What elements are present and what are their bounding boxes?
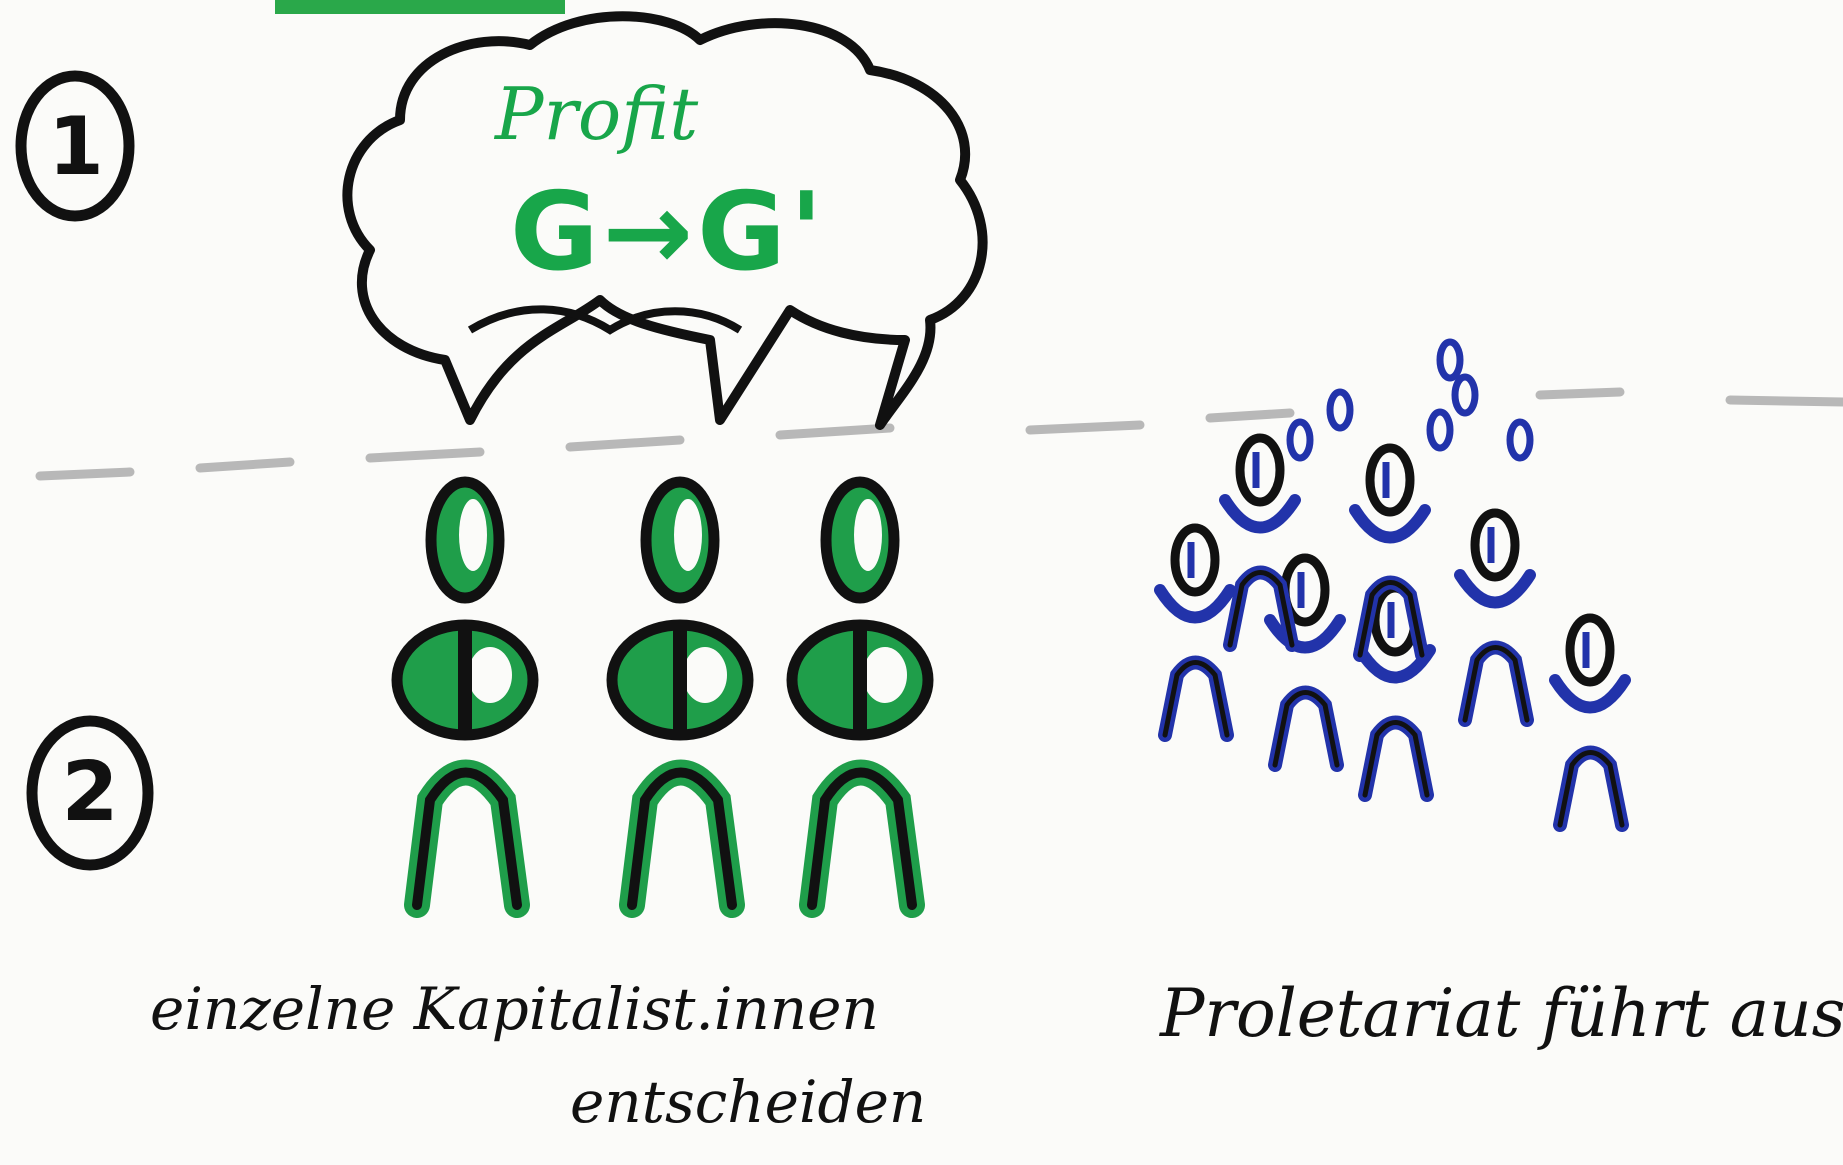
figure-head xyxy=(1235,433,1285,507)
figure-shoulders xyxy=(1264,614,1346,654)
capitalist-figure xyxy=(391,476,539,918)
figure-legs-outline xyxy=(1357,580,1425,658)
proletariat-caption: Proletariat führt aus xyxy=(1160,975,1843,1052)
head-highlight xyxy=(674,499,702,571)
head-highlight xyxy=(854,499,882,571)
background-head xyxy=(1426,408,1454,452)
top-banner xyxy=(275,0,565,14)
figure-shoulders xyxy=(1219,494,1301,534)
figure-shoulders xyxy=(1454,569,1536,609)
profit-word: Profit xyxy=(495,72,699,156)
head-highlight xyxy=(459,499,487,571)
background-head xyxy=(1451,373,1479,417)
figure-legs-outline xyxy=(1227,570,1295,648)
figure-head xyxy=(1565,613,1615,687)
proletariat-figure xyxy=(1549,613,1631,832)
capitalist-figure xyxy=(786,476,934,918)
money-formula: G→G' xyxy=(510,170,827,295)
thought-bubble xyxy=(342,11,988,430)
figure-shoulders xyxy=(1349,504,1431,544)
proletariat-figure xyxy=(1154,523,1236,742)
step-1-label: 1 xyxy=(48,100,104,193)
figure-legs-outline xyxy=(807,767,917,910)
background-head xyxy=(1506,418,1534,462)
capitalist-figure xyxy=(606,476,754,918)
figure-head xyxy=(1365,443,1415,517)
figure-shoulders xyxy=(1549,674,1631,714)
torso-highlight xyxy=(468,647,512,703)
capitalists-caption-line2: entscheiden xyxy=(570,1068,927,1136)
proletariat-figure xyxy=(1219,433,1301,652)
background-head xyxy=(1326,388,1354,432)
figure-head xyxy=(1470,508,1520,582)
figure-legs-outline xyxy=(1272,690,1340,768)
background-head xyxy=(1436,338,1464,382)
capitalists-caption-line1: einzelne Kapitalist.innen xyxy=(150,975,879,1043)
torso-highlight xyxy=(683,647,727,703)
figure-legs-outline xyxy=(1362,720,1430,798)
bubble-inner-curve xyxy=(467,305,743,335)
figure-legs-outline xyxy=(627,767,737,910)
figure-legs-outline xyxy=(1462,645,1530,723)
divider-line xyxy=(35,387,1843,481)
figure-legs-outline xyxy=(1162,660,1230,738)
step-2-label: 2 xyxy=(61,745,119,840)
figure-legs-outline xyxy=(412,767,522,910)
background-head xyxy=(1286,418,1314,462)
proletariat-figure xyxy=(1349,443,1431,662)
step-2-circle xyxy=(26,715,154,871)
figure-head xyxy=(1170,523,1220,597)
figure-legs-outline xyxy=(1557,750,1625,828)
torso-highlight xyxy=(863,647,907,703)
step-1-circle xyxy=(15,70,135,222)
figure-shoulders xyxy=(1154,584,1236,624)
proletariat-figure xyxy=(1454,508,1536,727)
